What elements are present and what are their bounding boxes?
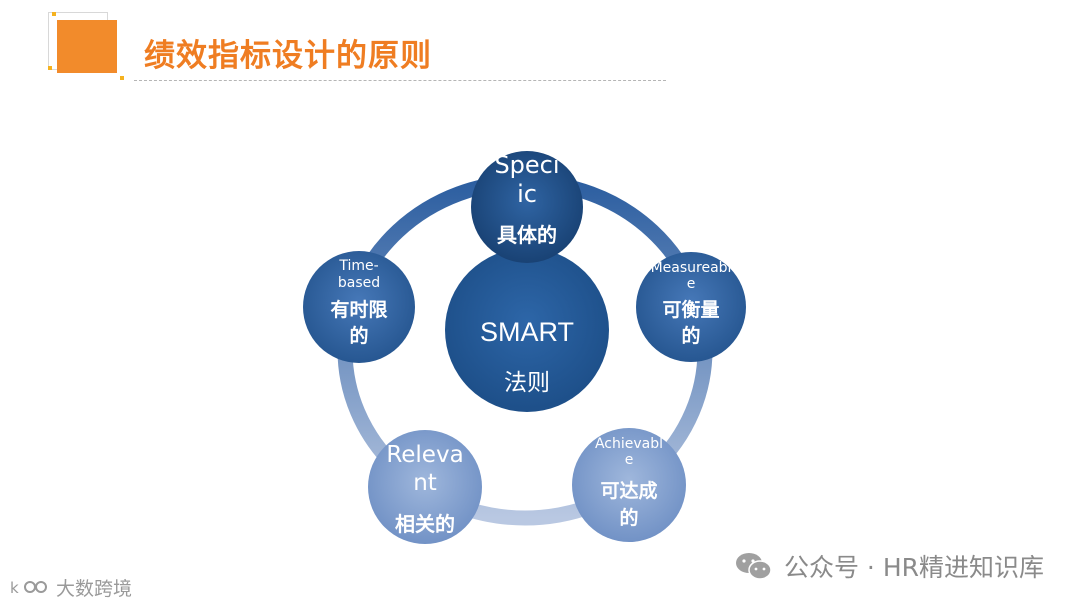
- smart-diagram: SMART 法则 Speci ic 具体的 Measureabl e 可衡量 的…: [303, 151, 746, 544]
- node-measureable-zh-1: 可衡量: [662, 298, 719, 321]
- title-decoration-dot: [52, 12, 56, 16]
- node-time-based-en-2: based: [338, 275, 380, 291]
- node-specific-en-2: ic: [517, 180, 537, 208]
- title-decoration-dot: [120, 76, 124, 80]
- node-time-based: Time- based 有时限 的: [303, 251, 415, 363]
- node-achievable-zh-2: 的: [619, 506, 638, 529]
- watermark-text: 公众号 · HR精进知识库: [783, 553, 1044, 582]
- title-decoration-square: [57, 20, 117, 73]
- node-achievable-en-2: e: [625, 452, 634, 468]
- watermark: 公众号 · HR精进知识库: [734, 548, 1044, 584]
- node-measureable-en-2: e: [687, 276, 696, 292]
- node-specific: Speci ic 具体的: [471, 151, 583, 263]
- brand-name: 大数跨境: [56, 578, 133, 600]
- brand-mark: k 大数跨境: [10, 574, 132, 601]
- node-measureable-zh-2: 的: [681, 324, 700, 347]
- node-achievable-en-1: Achievabl: [595, 436, 663, 452]
- node-time-based-zh-2: 的: [349, 324, 368, 347]
- node-relevant-zh: 相关的: [395, 512, 455, 536]
- node-specific-en-1: Speci: [494, 151, 559, 179]
- node-relevant-en-2: nt: [413, 470, 437, 496]
- wechat-icon: [735, 553, 772, 580]
- page-title: 绩效指标设计的原则: [144, 38, 432, 74]
- node-measureable: Measureabl e 可衡量 的: [636, 252, 746, 362]
- node-measureable-en-1: Measureabl: [651, 260, 732, 276]
- center-label-zh: 法则: [504, 369, 550, 395]
- brand-logo-icon: k: [10, 579, 47, 597]
- node-achievable-zh-1: 可达成: [600, 479, 657, 502]
- title-decoration-dot: [48, 66, 52, 70]
- svg-text:k: k: [10, 579, 19, 597]
- center-label-en: SMART: [480, 317, 574, 347]
- center-node: SMART 法则: [445, 248, 609, 412]
- node-time-based-en-1: Time-: [338, 258, 378, 274]
- title-divider: [134, 80, 666, 81]
- node-time-based-zh-1: 有时限: [330, 298, 387, 321]
- node-relevant-en-1: Releva: [386, 442, 463, 468]
- node-achievable: Achievabl e 可达成 的: [572, 428, 686, 542]
- node-relevant: Releva nt 相关的: [368, 430, 482, 544]
- node-specific-zh: 具体的: [497, 223, 557, 247]
